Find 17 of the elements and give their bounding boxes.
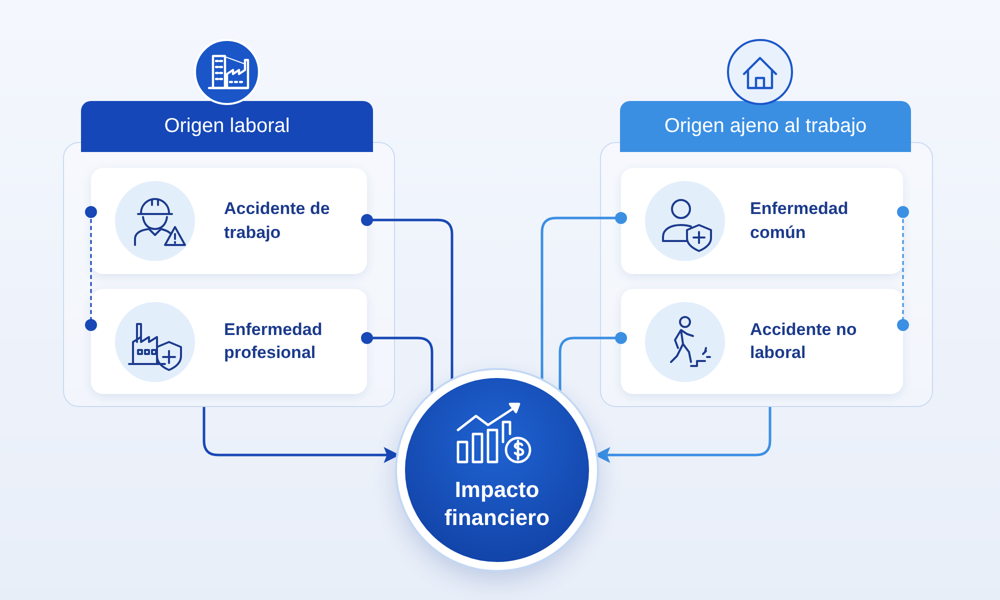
card-label: Enfermedad común [750, 198, 850, 244]
category-card [621, 289, 903, 394]
card-label: Accidente no laboral [750, 318, 858, 364]
dashed-connector [85, 206, 97, 331]
category-card [91, 168, 367, 274]
connector-line [361, 332, 434, 394]
connector-line [540, 212, 627, 381]
result-label: Impacto financiero [443, 476, 551, 531]
group-header: Origen laboral [81, 101, 373, 152]
category-card [621, 168, 903, 274]
connector-line [558, 332, 627, 392]
card-label: Enfermedad profesional [224, 318, 324, 364]
connector-line [361, 214, 454, 381]
card-label: Accidente de trabajo [224, 198, 331, 244]
group-header: Origen ajeno al trabajo [620, 101, 911, 152]
category-card [91, 289, 367, 394]
dashed-connector [897, 206, 909, 331]
